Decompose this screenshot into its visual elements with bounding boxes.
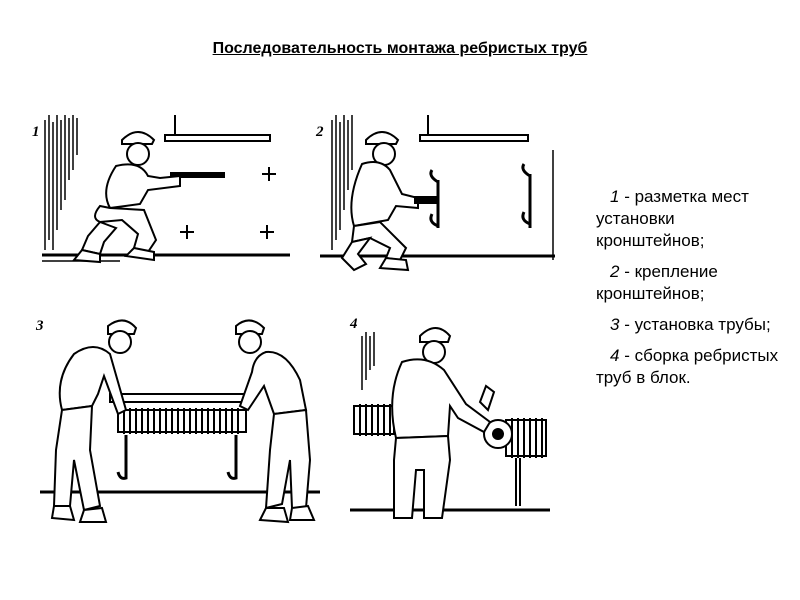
legend-num-2: 2 — [610, 262, 620, 281]
legend-num-4: 4 — [610, 346, 620, 365]
legend-item-3: 3 - установка трубы; — [596, 314, 786, 336]
ribbed-pipe-icon — [117, 408, 247, 434]
step-4-label: 4 — [349, 316, 358, 332]
steps-legend: 1 - разметка мест установки кронштейнов;… — [596, 186, 786, 398]
legend-text-2: - крепление кронштейнов; — [596, 262, 718, 303]
step-2-label: 2 — [315, 124, 324, 140]
legend-num-1: 1 — [610, 187, 620, 206]
legend-item-2: 2 - крепление кронштейнов; — [596, 261, 786, 305]
legend-item-4: 4 - сборка ребристых труб в блок. — [596, 345, 786, 389]
step-3-label: 3 — [35, 318, 44, 334]
step-1-label: 1 — [32, 124, 40, 140]
cross-mark-icon — [180, 167, 276, 239]
illustration-step-2: 2 — [310, 110, 565, 285]
illustration-step-4: 4 — [340, 310, 560, 525]
illustration-step-3: 3 — [30, 310, 325, 535]
legend-text-4: - сборка ребристых труб в блок. — [596, 346, 779, 387]
legend-text-1: - разметка мест установки кронштейнов; — [596, 187, 749, 250]
legend-text-3: - установка трубы; — [624, 315, 771, 334]
illustration-step-1: 1 — [30, 110, 295, 280]
legend-num-3: 3 — [610, 315, 620, 334]
bracket-icon — [429, 163, 532, 228]
page-title: Последовательность монтажа ребристых тру… — [212, 40, 588, 57]
legend-item-1: 1 - разметка мест установки кронштейнов; — [596, 186, 786, 252]
